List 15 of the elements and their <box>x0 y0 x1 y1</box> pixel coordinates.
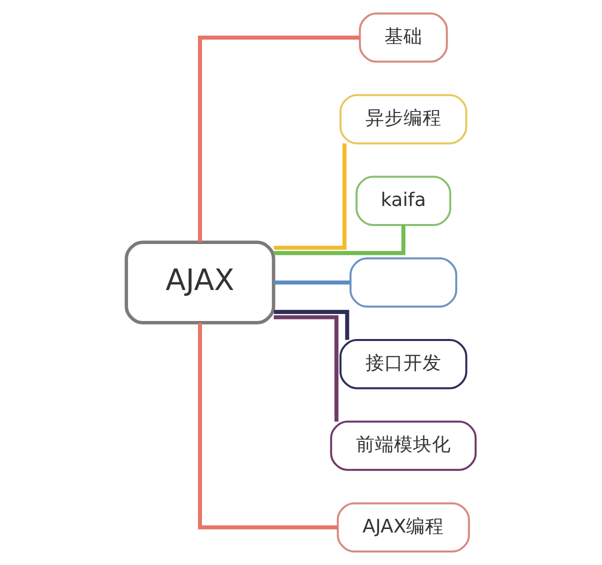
connector <box>198 322 338 530</box>
connector <box>274 315 338 422</box>
node-box: AJAX <box>124 240 276 324</box>
node-box: kaifa <box>356 176 452 226</box>
node-box: AJAX编程 <box>336 502 470 552</box>
connector <box>274 310 350 340</box>
node-box: 接口开发 <box>339 339 468 390</box>
node-box: 基础 <box>358 12 448 63</box>
node-box: 前端模块化 <box>330 420 477 471</box>
connector <box>274 280 350 284</box>
node-box <box>350 257 458 308</box>
node-box: 异步编程 <box>339 94 468 144</box>
connector <box>274 225 406 256</box>
connector <box>198 36 360 242</box>
connector <box>274 143 346 250</box>
